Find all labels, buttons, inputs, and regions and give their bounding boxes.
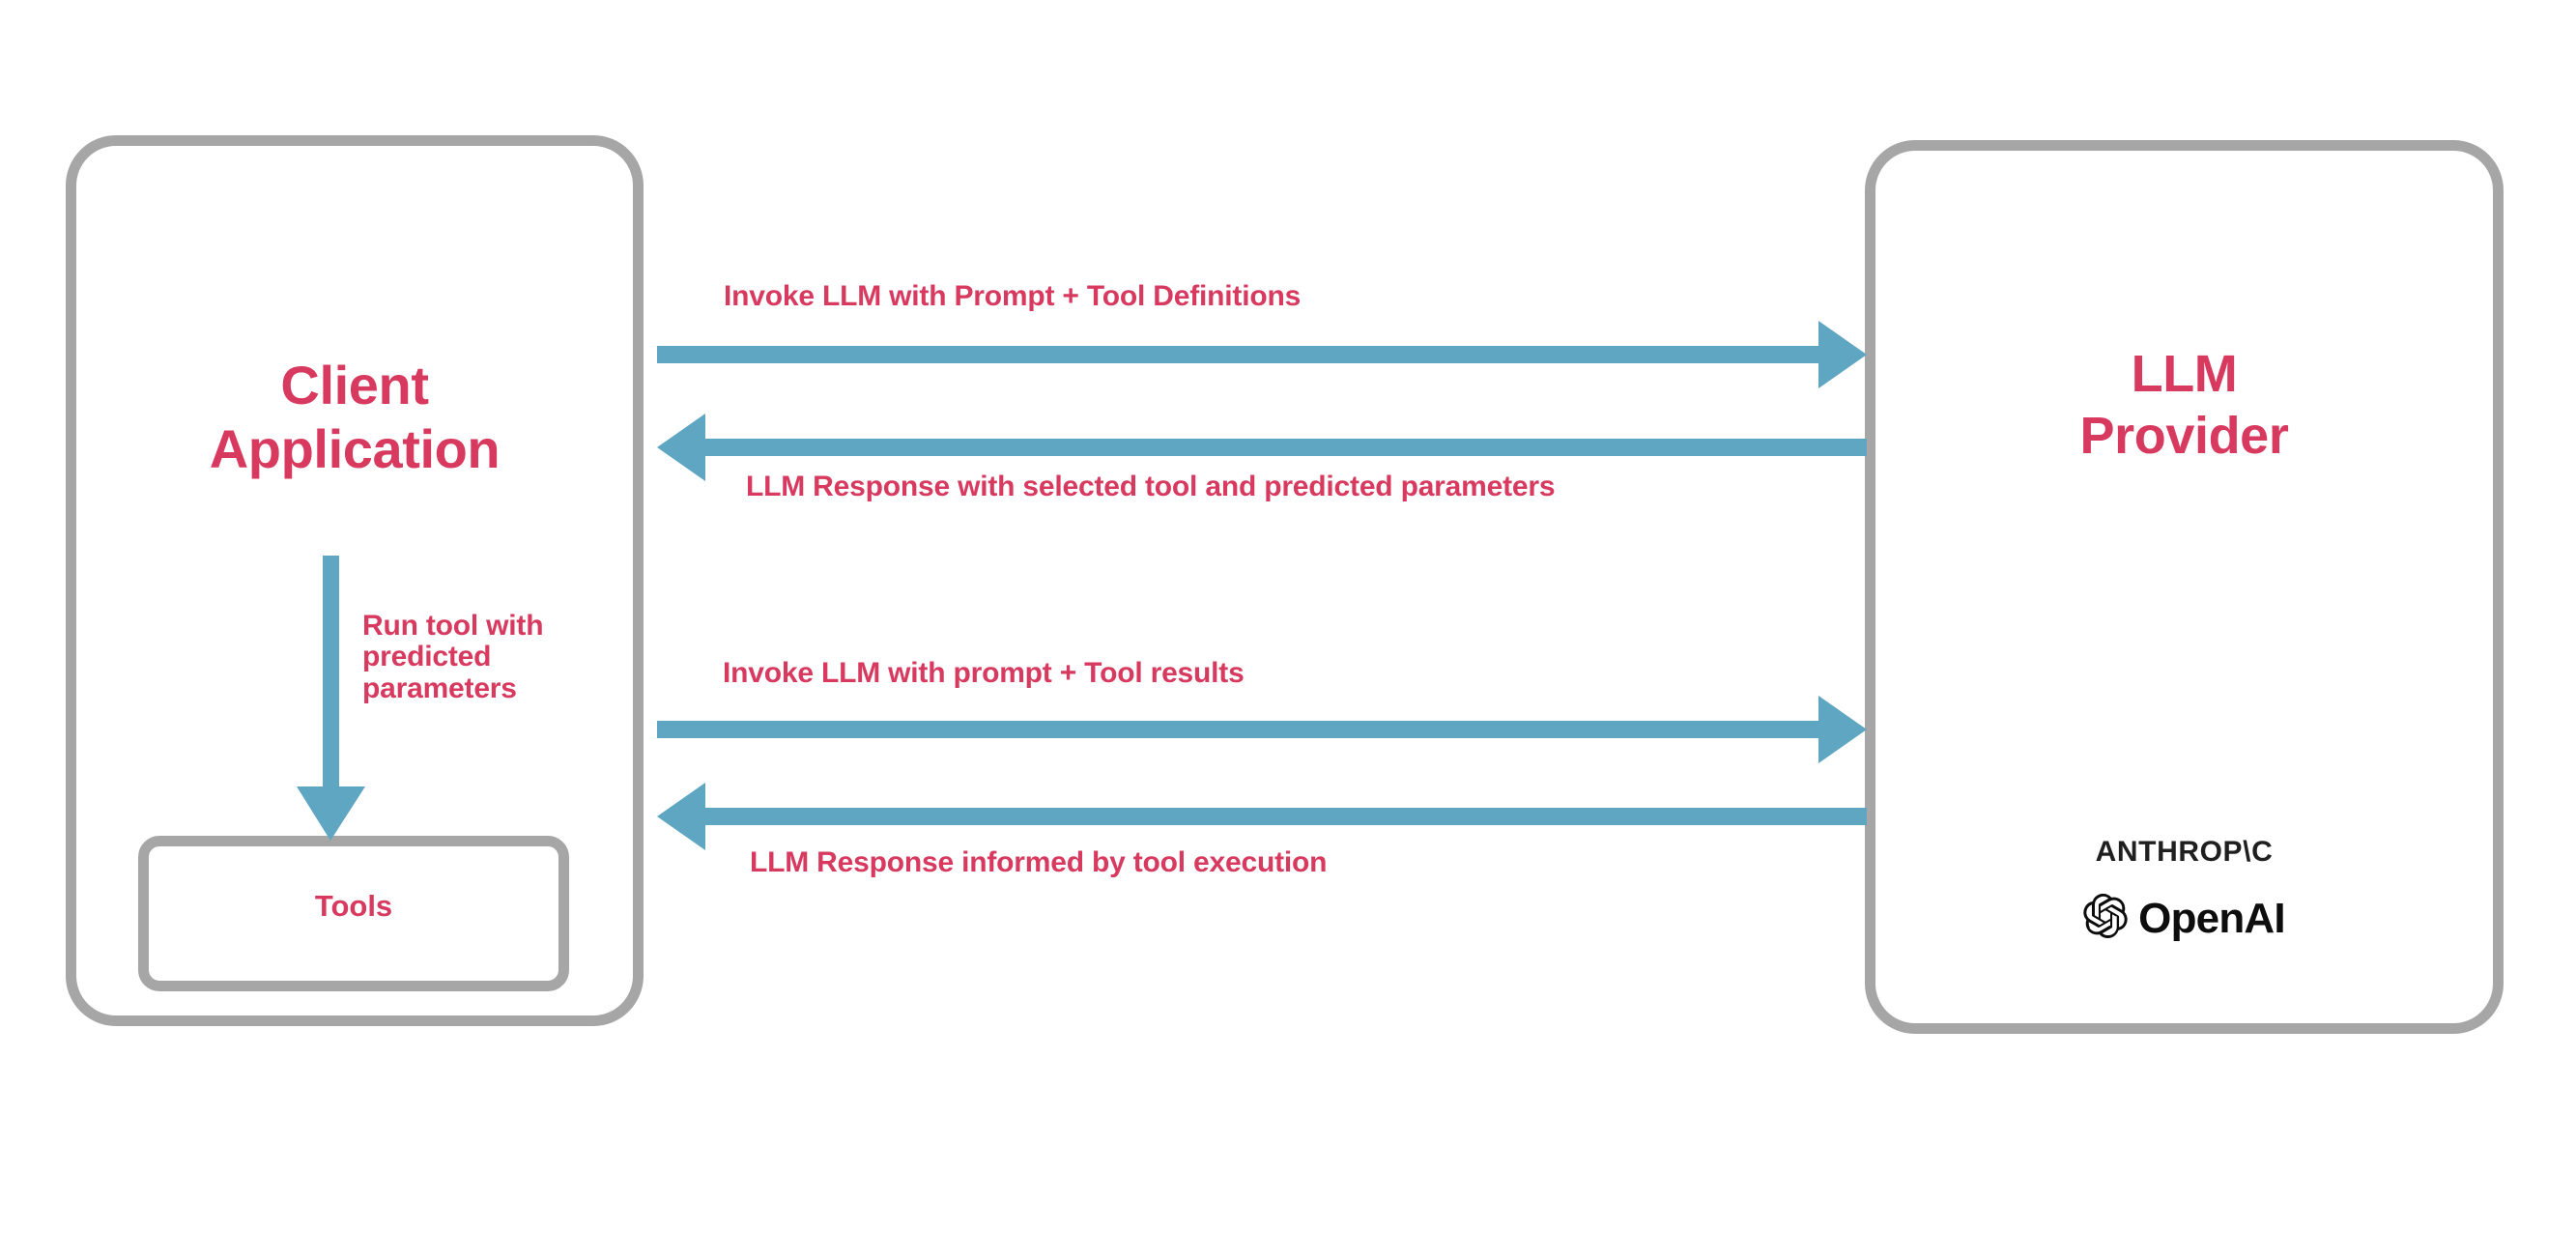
- client-application-title: Client Application: [76, 354, 633, 481]
- edge-label-invoke-tools-def: Invoke LLM with Prompt + Tool Definition…: [724, 280, 1302, 312]
- llm-provider-node: LLM Provider: [1865, 140, 2504, 1034]
- openai-brand: OpenAI: [1865, 893, 2504, 943]
- tools-node: Tools: [138, 836, 569, 991]
- arrow-invoke-tool-results: [657, 696, 1867, 763]
- edge-label-invoke-tool-results: Invoke LLM with prompt + Tool results: [723, 657, 1245, 689]
- edge-label-run-tool: Run tool with predicted parameters: [362, 610, 544, 704]
- edge-label-response-selected-tool: LLM Response with selected tool and pred…: [746, 471, 1556, 502]
- edge-label-response-informed: LLM Response informed by tool execution: [750, 846, 1328, 878]
- anthropic-wordmark-icon: ANTHROP\C: [2095, 836, 2274, 868]
- client-title-line1: Client: [280, 355, 429, 415]
- tools-title: Tools: [314, 889, 393, 923]
- openai-logo-icon: [2083, 893, 2128, 943]
- llm-provider-title: LLM Provider: [1875, 344, 2493, 467]
- llm-title-line1: LLM: [2131, 345, 2238, 403]
- arrow-invoke-tools-def: [657, 321, 1867, 388]
- llm-title-line2: Provider: [2079, 406, 2289, 465]
- client-title-line2: Application: [209, 418, 501, 480]
- arrow-response-informed: [657, 783, 1867, 850]
- openai-wordmark: OpenAI: [2138, 894, 2285, 942]
